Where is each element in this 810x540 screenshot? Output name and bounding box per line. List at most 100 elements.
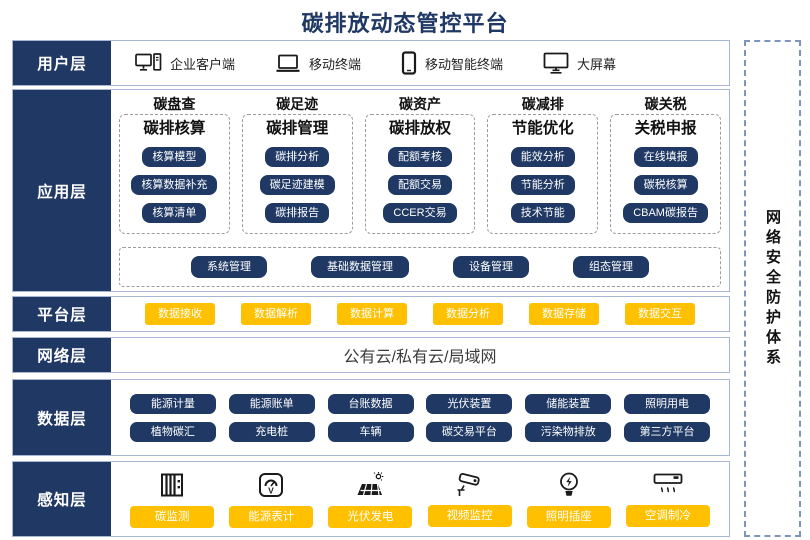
app-module: 核算模型 (142, 147, 207, 167)
app-module: CBAM碳报告 (623, 203, 708, 223)
app-group-title: 碳排核算 (143, 120, 206, 137)
platform-capability: 数据分析 (433, 303, 503, 325)
large-screen-icon (543, 52, 569, 74)
network-cloud-text: 公有云/私有云/局域网 (343, 349, 497, 366)
layer-label-perception: 感知层 (13, 462, 111, 536)
app-group-header: 碳足迹 (276, 96, 319, 112)
app-group-carbon-footprint: 碳足迹 碳排管理 碳排分析 碳足迹建模 碳排报告 (241, 95, 353, 234)
sense-label: 碳监测 (130, 505, 215, 528)
laptop-icon (275, 54, 301, 73)
data-source: 植物碳汇 (129, 421, 216, 442)
user-item-enterprise-client: 企业客户端 (135, 53, 235, 73)
management-modules-box: 系统管理 基础数据管理 设备管理 组态管理 (119, 247, 721, 287)
data-source: 车辆 (327, 421, 414, 442)
data-source: 碳交易平台 (426, 421, 513, 442)
app-group-carbon-tariff: 碳关税 关税申报 在线填报 碳税核算 CBAM碳报告 (610, 95, 721, 234)
smartphone-icon (401, 51, 417, 75)
data-source: 光伏装置 (426, 393, 513, 414)
sense-item-carbon-monitoring: 碳监测 (130, 471, 215, 528)
app-group-carbon-asset: 碳资产 碳排放权 配额考核 配额交易 CCER交易 (364, 95, 476, 234)
sense-label: 能源表计 (229, 505, 314, 528)
management-module: 基础数据管理 (311, 256, 409, 278)
platform-capability: 数据解析 (241, 303, 311, 325)
management-module: 组态管理 (573, 256, 649, 278)
sense-label: 照明插座 (526, 505, 611, 528)
app-group-box: 碳排放权 配额考核 配额交易 CCER交易 (364, 114, 476, 234)
data-source: 照明用电 (624, 393, 711, 414)
app-group-title: 关税申报 (634, 120, 697, 137)
app-module: 碳税核算 (633, 175, 698, 195)
sense-label: 光伏发电 (328, 505, 413, 528)
app-group-carbon-reduction: 碳减排 节能优化 能效分析 节能分析 技术节能 (487, 95, 599, 234)
platform-layer-content: 数据接收 数据解析 数据计算 数据分析 数据存储 数据交互 (111, 297, 729, 331)
app-module: 技术节能 (510, 203, 575, 223)
user-item-label: 移动终端 (309, 56, 362, 72)
data-source: 储能装置 (525, 393, 612, 414)
data-source: 第三方平台 (624, 421, 711, 442)
app-module: 能效分析 (510, 147, 575, 167)
data-source-row: 能源计量 能源账单 台账数据 光伏装置 储能装置 照明用电 (117, 393, 723, 414)
data-source: 污染物排放 (525, 421, 612, 442)
app-group-box: 节能优化 能效分析 节能分析 技术节能 (487, 114, 599, 234)
perception-layer-content: 碳监测 V 能源表计 光伏发电 视频监控 照明插座 (111, 462, 729, 536)
sense-item-solar-power: 光伏发电 (328, 471, 413, 528)
management-module: 设备管理 (453, 256, 529, 278)
layer-row-application: 应用层 碳盘查 碳排核算 核算模型 核算数据补充 核算清单 碳足迹 碳排管理 碳… (12, 89, 730, 292)
app-group-carbon-inventory: 碳盘查 碳排核算 核算模型 核算数据补充 核算清单 (119, 95, 230, 234)
app-module: 配额交易 (387, 175, 452, 195)
app-module: CCER交易 (383, 203, 457, 223)
layer-label-user: 用户层 (13, 41, 111, 85)
network-layer-content: 公有云/私有云/局域网 (111, 338, 729, 372)
layer-row-platform: 平台层 数据接收 数据解析 数据计算 数据分析 数据存储 数据交互 (12, 296, 730, 332)
user-item-big-screen: 大屏幕 (543, 52, 616, 74)
light-socket-icon (557, 471, 581, 499)
app-module: 碳排报告 (265, 203, 330, 223)
management-module: 系统管理 (191, 256, 267, 278)
security-sidebar: 网络安全防护体系 (744, 40, 801, 537)
layer-label-network: 网络层 (13, 338, 111, 372)
energy-meter-icon: V (257, 471, 285, 499)
app-group-header: 碳减排 (521, 96, 564, 112)
app-group-header: 碳资产 (398, 96, 441, 112)
application-layer-content: 碳盘查 碳排核算 核算模型 核算数据补充 核算清单 碳足迹 碳排管理 碳排分析 … (111, 90, 729, 291)
application-groups: 碳盘查 碳排核算 核算模型 核算数据补充 核算清单 碳足迹 碳排管理 碳排分析 … (119, 95, 721, 234)
platform-capability: 数据交互 (625, 303, 695, 325)
app-module: 核算清单 (142, 203, 207, 223)
sense-item-video-surveillance: 视频监控 (427, 471, 512, 527)
svg-text:V: V (268, 485, 274, 495)
platform-capability: 数据计算 (337, 303, 407, 325)
layer-row-perception: 感知层 碳监测 V 能源表计 光伏发电 视频监控 (12, 461, 730, 537)
layer-label-application: 应用层 (13, 90, 111, 291)
user-item-mobile-terminal: 移动终端 (275, 54, 361, 73)
security-sidebar-text: 网络安全防护体系 (764, 208, 781, 369)
app-group-title: 碳排管理 (266, 120, 329, 137)
user-item-label: 移动智能终端 (425, 56, 504, 72)
user-layer-content: 企业客户端 移动终端 移动智能终端 大屏幕 (111, 41, 729, 85)
sense-item-lighting-socket: 照明插座 (526, 471, 611, 528)
app-module: 配额考核 (387, 147, 452, 167)
app-group-box: 碳排核算 核算模型 核算数据补充 核算清单 (119, 114, 230, 234)
layer-label-data: 数据层 (13, 380, 111, 455)
air-conditioner-icon (653, 472, 683, 498)
app-group-header: 碳盘查 (153, 96, 196, 112)
app-group-box: 碳排管理 碳排分析 碳足迹建模 碳排报告 (241, 114, 353, 234)
layer-row-network: 网络层 公有云/私有云/局域网 (12, 337, 730, 373)
page-title: 碳排放动态管控平台 (301, 11, 509, 36)
carbon-monitor-icon (158, 471, 186, 499)
solar-panel-icon (355, 471, 385, 499)
sense-item-energy-meter: V 能源表计 (229, 471, 314, 528)
layer-row-user: 用户层 企业客户端 移动终端 移动智能终端 大屏幕 (12, 40, 730, 86)
app-module: 在线填报 (633, 147, 698, 167)
cctv-camera-icon (455, 471, 485, 498)
data-source: 能源账单 (228, 393, 315, 414)
sense-label: 视频监控 (427, 505, 512, 527)
platform-capability: 数据存储 (529, 303, 599, 325)
sense-item-air-conditioning: 空调制冷 (625, 472, 710, 527)
app-module: 核算数据补充 (131, 175, 218, 195)
app-module: 碳排分析 (265, 147, 330, 167)
user-item-label: 大屏幕 (577, 56, 617, 72)
layer-row-data: 数据层 能源计量 能源账单 台账数据 光伏装置 储能装置 照明用电 植物碳汇 充… (12, 379, 730, 456)
desktop-pc-icon (135, 53, 162, 73)
app-group-title: 碳排放权 (388, 120, 451, 137)
layer-label-platform: 平台层 (13, 297, 111, 331)
